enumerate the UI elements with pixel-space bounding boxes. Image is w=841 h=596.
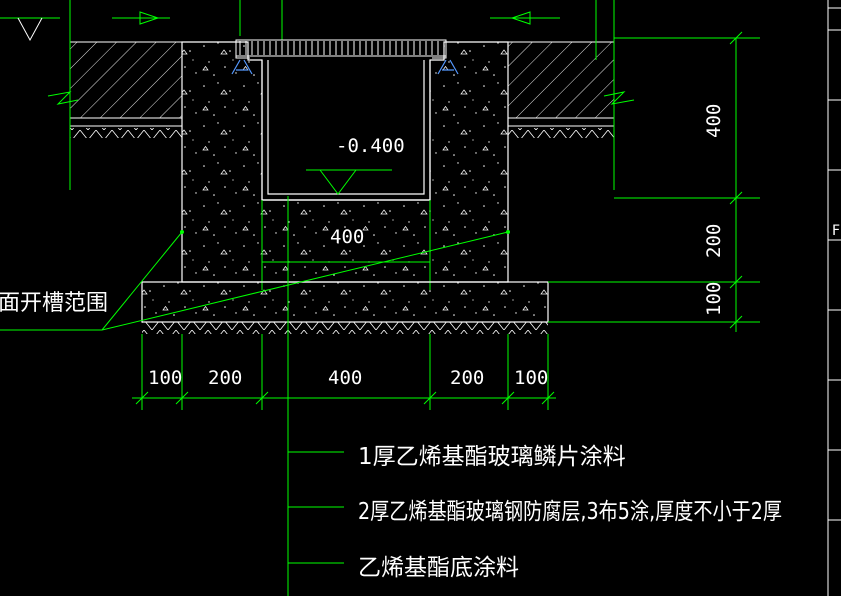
inner-width-dimension bbox=[261, 200, 431, 290]
title-block-edge bbox=[827, 0, 841, 596]
trench-range-leader bbox=[0, 230, 510, 331]
soil-right bbox=[507, 41, 615, 138]
base-slab bbox=[141, 281, 549, 334]
channel-interior bbox=[261, 60, 431, 201]
bottom-dim-400: 400 bbox=[328, 367, 362, 389]
note-3: 乙烯基酯底涂料 bbox=[358, 555, 519, 581]
grating-cover bbox=[235, 39, 447, 59]
flow-arrow-left bbox=[112, 11, 170, 25]
bottom-dim-200-right: 200 bbox=[450, 367, 484, 389]
anchor-right bbox=[437, 59, 459, 75]
bottom-dim-100-left: 100 bbox=[148, 367, 182, 389]
elevation-label: -0.400 bbox=[336, 135, 405, 157]
right-dim-200: 200 bbox=[703, 224, 725, 258]
inner-width-label: 400 bbox=[330, 226, 364, 248]
flow-arrow-right bbox=[490, 11, 560, 25]
bottom-dim-100-right: 100 bbox=[514, 367, 548, 389]
soil-left bbox=[69, 41, 183, 138]
anchor-left bbox=[231, 59, 253, 75]
trench-range-label: 面开槽范围 bbox=[0, 291, 108, 316]
right-dim-400: 400 bbox=[703, 104, 725, 138]
elevation-marker: -0.400 bbox=[306, 135, 405, 195]
right-dimension-lines bbox=[548, 31, 760, 332]
bottom-dimension-lines bbox=[132, 334, 556, 410]
break-lines bbox=[47, 0, 841, 190]
note-1: 1厚乙烯基酯玻璃鳞片涂料 bbox=[358, 444, 626, 470]
bottom-dim-200-left: 200 bbox=[208, 367, 242, 389]
note-2: 2厚乙烯基酯玻璃钢防腐层,3布5涂,厚度不小于2厚 bbox=[358, 499, 782, 525]
notes-leader bbox=[287, 196, 344, 596]
right-dim-100: 100 bbox=[703, 282, 725, 316]
right-edge-label: F bbox=[832, 223, 840, 239]
ground-level-marker bbox=[0, 17, 60, 42]
